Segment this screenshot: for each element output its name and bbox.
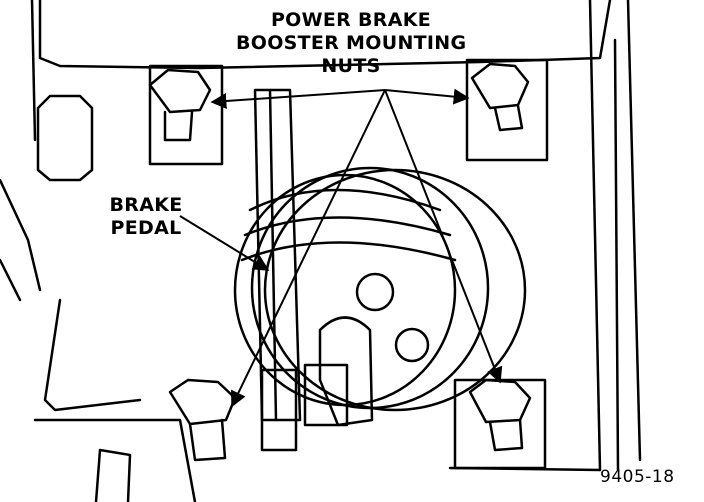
figure-id: 9405-18 bbox=[600, 467, 675, 487]
lower-right-plate bbox=[453, 378, 547, 470]
dash-panel bbox=[38, 0, 612, 70]
booster-front-shell bbox=[233, 173, 457, 407]
stud-upper-right bbox=[493, 104, 524, 132]
brake-pedal-arm bbox=[253, 88, 302, 422]
stud-lower-left bbox=[188, 418, 227, 462]
booster-mid-shell bbox=[250, 166, 490, 410]
booster-hole-2 bbox=[394, 327, 430, 363]
leader-nut-lower-left bbox=[231, 89, 386, 408]
brake-pedal-label-line-1: BRAKE bbox=[109, 194, 183, 216]
booster-hole-1 bbox=[355, 272, 395, 312]
booster-nuts-label-line-3: NUTS bbox=[321, 55, 381, 77]
pedal-arm-edge bbox=[268, 88, 278, 422]
left-frame bbox=[0, 0, 42, 302]
pushrod-boss bbox=[318, 316, 374, 427]
nut-upper-left bbox=[148, 68, 212, 114]
right-frame bbox=[588, 0, 642, 472]
leader-nut-upper-left bbox=[210, 89, 386, 109]
pedal-bracket bbox=[260, 368, 298, 452]
upper-left-plate bbox=[148, 64, 224, 166]
booster-nuts-label: POWER BRAKE BOOSTER MOUNTING NUTS bbox=[236, 9, 466, 78]
upper-right-plate bbox=[465, 58, 549, 162]
nut-lower-left bbox=[168, 378, 237, 426]
nut-lower-right bbox=[468, 378, 532, 424]
brake-pedal-label: BRAKE PEDAL bbox=[96, 194, 196, 240]
nut-upper-right bbox=[470, 62, 530, 110]
stud-lower-right bbox=[488, 418, 524, 452]
booster-nuts-label-line-1: POWER BRAKE bbox=[270, 9, 432, 31]
left-hex-nut bbox=[36, 94, 94, 182]
leader-nut-upper-right bbox=[384, 88, 470, 105]
lower-left-bracket bbox=[33, 298, 197, 502]
leader-nut-lower-right bbox=[384, 89, 503, 384]
brake-pedal-label-line-2: PEDAL bbox=[110, 217, 182, 239]
lower-left-plate bbox=[94, 448, 132, 502]
leader-brake-pedal bbox=[179, 215, 270, 271]
stud-upper-left bbox=[163, 110, 194, 142]
pushrod-block bbox=[303, 363, 349, 427]
booster-nuts-label-line-2: BOOSTER MOUNTING bbox=[236, 32, 467, 54]
